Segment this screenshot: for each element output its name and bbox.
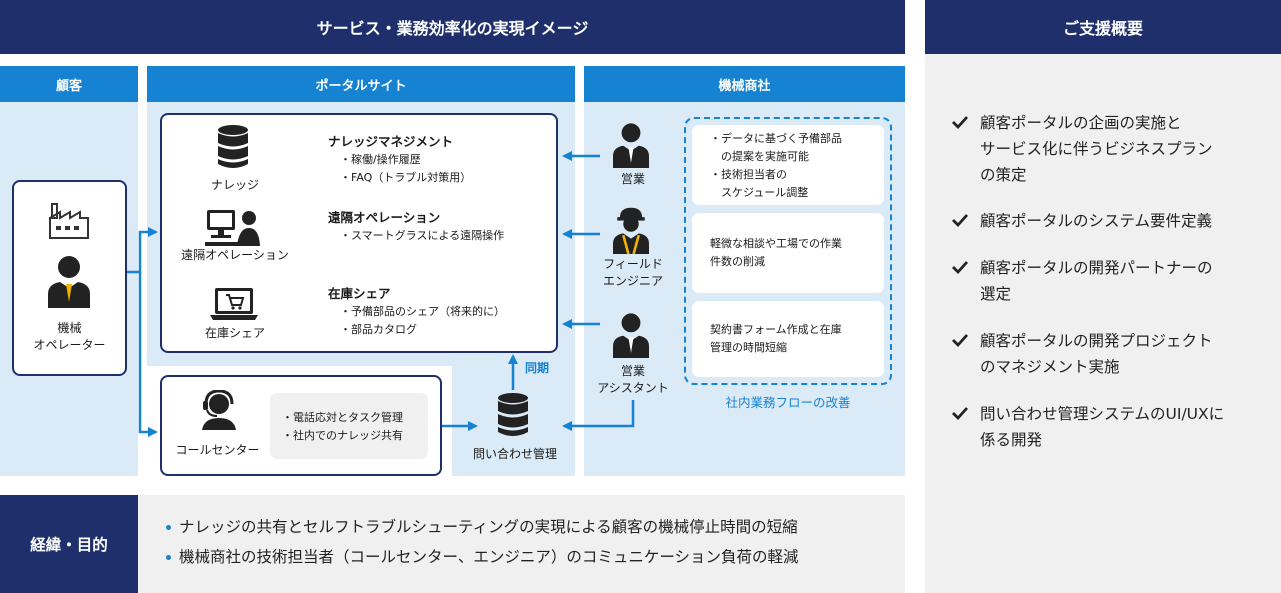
goals-panel: ナレッジの共有とセルフトラブルシューティングの実現による顧客の機械停止時間の短縮…: [138, 495, 905, 593]
inquiry-database-icon: [498, 393, 528, 436]
improvement-box: [684, 117, 892, 385]
check-icon: [952, 116, 969, 130]
remote-operation-icon: [205, 210, 260, 246]
stock-share-card: 在庫シェア ・予備部品のシェア（将来的に） ・部品カタログ: [310, 278, 536, 342]
portal-column-header: ポータルサイト: [147, 66, 575, 102]
main-title-bar: サービス・業務効率化の実現イメージ: [0, 0, 905, 54]
improvement-card-3: 契約書フォーム作成と在庫 管理の時間短縮: [692, 301, 884, 377]
knowledge-label: ナレッジ: [210, 178, 259, 192]
sync-label: 同期: [525, 361, 550, 375]
field-engineer-icon: [613, 207, 649, 254]
improvement-card-2: 軽微な相談や工場での作業 件数の削減: [692, 213, 884, 293]
support-title-bar: ご支援概要: [925, 0, 1281, 54]
stock-share-label: 在庫シェア: [204, 326, 265, 340]
field-engineer-label: フィールド エンジニア: [602, 257, 663, 288]
maker-column-header: 機械商社: [584, 66, 905, 102]
database-icon: [218, 125, 248, 168]
check-icon: [952, 334, 969, 348]
operator-to-call-center-arrow: [138, 272, 158, 437]
sales-label: 営業: [620, 172, 645, 186]
remote-operation-label: 遠隔オペレーション: [181, 248, 289, 262]
check-icon: [952, 261, 969, 275]
customer-column-header: 顧客: [0, 66, 138, 102]
flow-arrows: [127, 151, 635, 437]
support-title: ご支援概要: [1062, 19, 1143, 38]
laptop-cart-icon: [210, 288, 258, 320]
factory-icon: [49, 203, 89, 239]
check-icon: [952, 214, 969, 228]
support-item: 顧客ポータルの企画の実施と サービス化に伴うビジネスプラン の策定: [950, 110, 1270, 188]
call-center-label: コールセンター: [175, 443, 260, 457]
sales-person-icon: [613, 123, 649, 168]
headset-operator-icon: [202, 390, 236, 430]
call-center-card: ・電話応対とタスク管理 ・社内でのナレッジ共有: [270, 393, 428, 459]
goal-item: 機械商社の技術担当者（コールセンター、エンジニア）のコミュニケーション負荷の軽減: [166, 542, 905, 572]
support-panel: [925, 54, 1281, 593]
improvement-card-1: ・データに基づく予備部品 の提案を実施可能 ・技術担当者の スケジュール調整: [692, 125, 884, 205]
support-list: 顧客ポータルの企画の実施と サービス化に伴うビジネスプラン の策定 顧客ポータル…: [950, 110, 1270, 453]
goal-item: ナレッジの共有とセルフトラブルシューティングの実現による顧客の機械停止時間の短縮: [166, 512, 905, 542]
operator-to-portal-arrow: [127, 227, 158, 274]
improvement-caption: 社内業務フローの改善: [725, 395, 851, 410]
assistant-to-inquiry-arrow: [562, 400, 635, 431]
support-item: 顧客ポータルの開発パートナーの 選定: [950, 255, 1270, 307]
support-item: 顧客ポータルの開発プロジェクト のマネジメント実施: [950, 328, 1270, 380]
operator-person-icon: [48, 256, 90, 308]
operator-label: 機械 オペレーター: [33, 321, 106, 352]
goals-label-box: 経緯・目的: [0, 495, 138, 593]
support-item: 顧客ポータルのシステム要件定義: [950, 208, 1270, 234]
bullet-icon: [166, 555, 171, 560]
check-icon: [952, 407, 969, 421]
bullet-icon: [166, 525, 171, 530]
main-title: サービス・業務効率化の実現イメージ: [316, 19, 589, 38]
knowledge-card: ナレッジマネジメント ・稼働/操作履歴 ・FAQ（トラブル対策用）: [310, 126, 536, 190]
sales-assistant-icon: [613, 313, 649, 358]
support-item: 問い合わせ管理システムのUI/UXに 係る開発: [950, 401, 1270, 453]
inquiry-label: 問い合わせ管理: [472, 447, 557, 461]
remote-operation-card: 遠隔オペレーション ・スマートグラスによる遠隔操作: [310, 202, 536, 268]
sales-assistant-label: 営業 アシスタント: [597, 364, 669, 395]
